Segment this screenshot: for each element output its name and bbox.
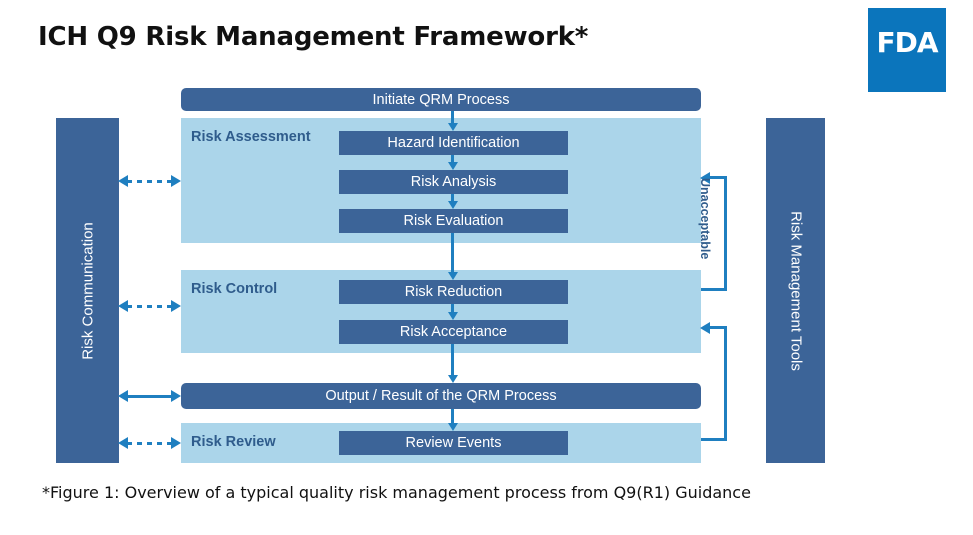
arrow-head-right-icon xyxy=(171,175,181,187)
arrow-head-left-icon xyxy=(700,321,710,334)
sidebar-risk-communication-label: Risk Communication xyxy=(79,221,96,360)
process-risk-evaluation: Risk Evaluation xyxy=(339,209,568,233)
loop-segment-top xyxy=(710,176,727,179)
arrow-down-icon-evaluation-to-reduction xyxy=(447,233,458,280)
arrow-shaft xyxy=(127,179,172,183)
page-title: ICH Q9 Risk Management Framework* xyxy=(38,22,589,52)
arrow-bidirectional-icon-communication-output xyxy=(118,390,181,402)
process-review-events: Review Events xyxy=(339,431,568,455)
arrow-head-right-icon xyxy=(171,437,181,449)
sidebar-risk-communication: Risk Communication xyxy=(56,118,119,463)
arrow-shaft xyxy=(127,394,172,398)
loop-label-unacceptable: Unacceptable xyxy=(698,178,712,260)
arrow-down-icon-initiate-to-hazard xyxy=(447,111,458,131)
arrow-head-left-icon xyxy=(118,300,128,312)
process-risk-reduction: Risk Reduction xyxy=(339,280,568,304)
feedback-loop-review xyxy=(700,321,727,441)
loop-segment-vertical xyxy=(724,326,727,441)
arrow-head-left-icon xyxy=(118,437,128,449)
sidebar-risk-management-tools: Risk Management Tools xyxy=(766,118,825,463)
loop-segment-top xyxy=(710,326,727,329)
arrow-shaft xyxy=(127,304,172,308)
process-initiate-qrm: Initiate QRM Process xyxy=(181,88,701,111)
figure-caption: *Figure 1: Overview of a typical quality… xyxy=(42,483,751,502)
arrow-down-icon-reduction-to-acceptance xyxy=(447,304,458,320)
arrow-head-left-icon xyxy=(700,171,710,184)
fda-logo-text: FDA xyxy=(876,26,938,59)
panel-risk-review-title: Risk Review xyxy=(191,434,276,450)
arrow-bidirectional-icon-communication-review xyxy=(118,437,181,449)
arrow-head-left-icon xyxy=(118,175,128,187)
loop-segment-bottom xyxy=(701,438,727,441)
sidebar-risk-management-tools-label: Risk Management Tools xyxy=(787,210,804,371)
arrow-head-right-icon xyxy=(171,300,181,312)
arrow-bidirectional-icon-communication-control xyxy=(118,300,181,312)
arrow-head-left-icon xyxy=(118,390,128,402)
process-hazard-identification: Hazard Identification xyxy=(339,131,568,155)
loop-segment-bottom xyxy=(701,288,727,291)
arrow-down-icon-acceptance-to-output xyxy=(447,344,458,383)
arrow-shaft xyxy=(127,441,172,445)
process-risk-acceptance: Risk Acceptance xyxy=(339,320,568,344)
arrow-down-icon-hazard-to-analysis xyxy=(447,155,458,170)
panel-risk-review: Risk Review xyxy=(181,423,701,463)
arrow-bidirectional-icon-communication-assessment xyxy=(118,175,181,187)
feedback-loop-unacceptable xyxy=(700,171,727,291)
panel-risk-control-title: Risk Control xyxy=(191,281,278,297)
fda-logo: FDA xyxy=(868,8,946,92)
arrow-head-right-icon xyxy=(171,390,181,402)
arrow-down-icon-output-to-review xyxy=(447,409,458,431)
panel-risk-assessment-title: Risk Assessment xyxy=(191,129,311,145)
loop-segment-vertical xyxy=(724,176,727,291)
process-output-result: Output / Result of the QRM Process xyxy=(181,383,701,409)
process-risk-analysis: Risk Analysis xyxy=(339,170,568,194)
arrow-down-icon-analysis-to-evaluation xyxy=(447,194,458,209)
